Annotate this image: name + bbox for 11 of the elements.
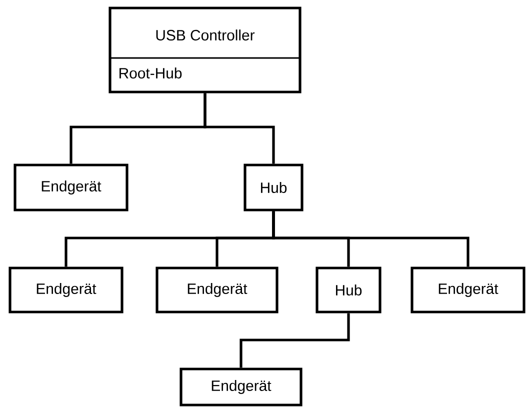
- connector-line: [272, 211, 470, 267]
- device-box: Endgerät: [156, 266, 278, 314]
- connector-line: [204, 93, 275, 164]
- connector-line: [240, 313, 350, 368]
- device-box: Endgerät: [14, 164, 128, 212]
- device-box: Endgerät: [180, 368, 302, 406]
- device-box: Hub: [316, 266, 382, 314]
- device-box: Endgerät: [8, 266, 124, 314]
- controller-box: USB Controller Root-Hub: [108, 6, 302, 94]
- device-box: Endgerät: [410, 266, 526, 314]
- device-box: Hub: [244, 164, 304, 212]
